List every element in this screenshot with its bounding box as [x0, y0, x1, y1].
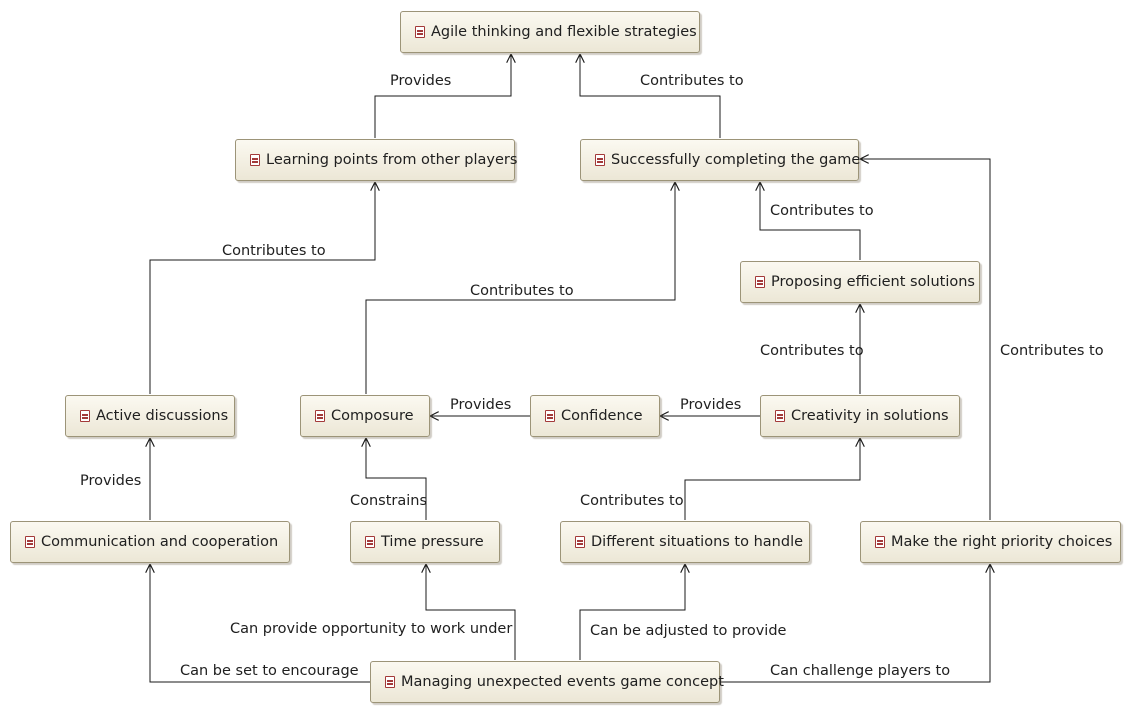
edge-label-priority-success: Contributes to — [1000, 343, 1104, 359]
node-composure[interactable]: Composure — [300, 395, 430, 437]
edge-label-managing-time: Can provide opportunity to work under — [230, 621, 513, 637]
edge-label-managing-communication: Can be set to encourage — [180, 663, 359, 679]
node-label: Proposing efficient solutions — [771, 274, 975, 290]
node-label: Active discussions — [96, 408, 229, 424]
edge-label-managing-situations: Can be adjusted to provide — [590, 623, 787, 639]
edge-label-success-agile: Contributes to — [640, 73, 744, 89]
edge-managing-communication — [150, 564, 370, 683]
node-confidence[interactable]: Confidence — [530, 395, 660, 437]
edge-label-learning-agile: Provides — [390, 73, 452, 89]
class-book-icon — [80, 410, 90, 422]
node-communication[interactable]: Communication and cooperation — [10, 521, 290, 563]
node-time-pressure[interactable]: Time pressure — [350, 521, 500, 563]
edge-label-confidence-composure: Provides — [450, 397, 512, 413]
edge-managing-situations — [579, 564, 685, 660]
edge-composure-success — [365, 182, 675, 394]
class-book-icon — [25, 536, 35, 548]
node-different-situations[interactable]: Different situations to handle — [560, 521, 810, 563]
node-agile-thinking[interactable]: Agile thinking and flexible strategies — [400, 11, 700, 53]
class-book-icon — [595, 154, 605, 166]
edge-label-composure-success: Contributes to — [470, 283, 574, 299]
edge-label-managing-priority: Can challenge players to — [770, 663, 951, 679]
edge-label-communication-active: Provides — [80, 473, 142, 489]
class-book-icon — [575, 536, 585, 548]
edge-time-composure — [366, 438, 427, 520]
node-label: Managing unexpected events game concept — [401, 674, 724, 690]
node-label: Different situations to handle — [591, 534, 804, 550]
node-successfully-completing[interactable]: Successfully completing the game — [580, 139, 861, 181]
node-learning-points[interactable]: Learning points from other players — [235, 139, 518, 181]
edge-situations-creativity — [684, 438, 860, 520]
edge-managing-priority — [720, 564, 990, 683]
class-book-icon — [775, 410, 785, 422]
node-managing-unexpected[interactable]: Managing unexpected events game concept — [370, 661, 724, 703]
node-label: Time pressure — [381, 534, 484, 550]
edge-proposing-success — [760, 182, 861, 260]
node-active-discussions[interactable]: Active discussions — [65, 395, 235, 437]
node-label: Confidence — [561, 408, 643, 424]
node-proposing-efficient[interactable]: Proposing efficient solutions — [740, 261, 980, 303]
node-priority-choices[interactable]: Make the right priority choices — [860, 521, 1121, 563]
node-creativity[interactable]: Creativity in solutions — [760, 395, 960, 437]
class-book-icon — [250, 154, 260, 166]
class-book-icon — [365, 536, 375, 548]
edge-label-time-composure: Constrains — [350, 493, 428, 509]
edge-label-proposing-success: Contributes to — [770, 203, 874, 219]
node-label: Agile thinking and flexible strategies — [431, 24, 697, 40]
class-book-icon — [315, 410, 325, 422]
node-label: Composure — [331, 408, 414, 424]
node-label: Creativity in solutions — [791, 408, 949, 424]
node-label: Communication and cooperation — [41, 534, 279, 550]
class-book-icon — [385, 676, 395, 688]
edge-label-situations-creativity: Contributes to — [580, 493, 684, 509]
edge-priority-success — [860, 159, 991, 520]
edge-label-active-learning: Contributes to — [222, 243, 326, 259]
edge-label-creativity-proposing: Contributes to — [760, 343, 864, 359]
node-label: Learning points from other players — [266, 152, 518, 168]
edge-label-creativity-confidence: Provides — [680, 397, 742, 413]
edge-managing-time — [426, 564, 516, 660]
edge-success-agile — [580, 54, 721, 138]
class-book-icon — [415, 26, 425, 38]
edge-active-learning — [149, 182, 375, 394]
edge-learning-agile — [374, 54, 511, 138]
node-label: Successfully completing the game — [611, 152, 861, 168]
class-book-icon — [755, 276, 765, 288]
node-label: Make the right priority choices — [891, 534, 1113, 550]
class-book-icon — [545, 410, 555, 422]
class-book-icon — [875, 536, 885, 548]
